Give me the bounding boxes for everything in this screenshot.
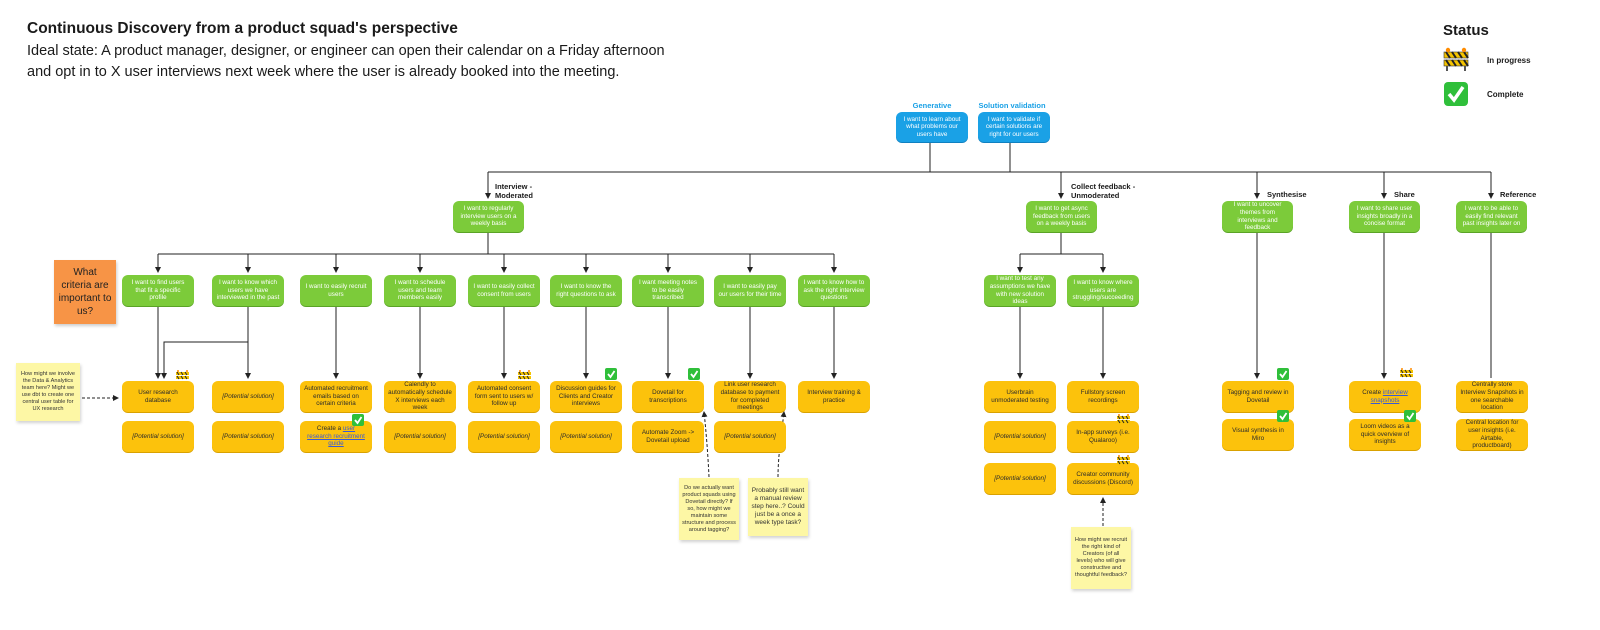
solution-loom-videos[interactable]: Loom videos as a quick overview of insig…	[1349, 419, 1421, 450]
legend-in-progress	[1443, 47, 1469, 71]
solution-automated-recruitment-emails[interactable]: Automated recruitment emails based on ce…	[300, 381, 372, 412]
category-feedback-node[interactable]: I want to get async feedback from users …	[1026, 201, 1097, 232]
legend-title: Status	[1443, 22, 1489, 39]
sticky-note-dovetail[interactable]: Do we actually want product squads using…	[679, 478, 739, 540]
goal-heading-solution-validation: Solution validation	[978, 101, 1046, 110]
solution-potential[interactable]: [Potential solution]	[550, 421, 622, 452]
goal-generative[interactable]: I want to learn about what problems our …	[896, 112, 968, 142]
complete-marker-icon	[1404, 410, 1416, 422]
need-transcribed[interactable]: I want meeting notes to be easily transc…	[632, 275, 704, 306]
solution-recruitment-guide[interactable]: Create a user research recruitment guide	[300, 421, 372, 452]
in-progress-marker-icon	[1400, 368, 1413, 378]
need-right-questions[interactable]: I want to know the right questions to as…	[550, 275, 622, 306]
construction-barrier-icon	[1443, 47, 1469, 71]
sticky-note-creators[interactable]: How might we recruit the right kind of C…	[1071, 527, 1131, 589]
legend-label-in-progress: In progress	[1487, 56, 1531, 65]
solution-centrally-store-snapshots[interactable]: Centrally store Interview Snapshots in o…	[1456, 381, 1528, 412]
category-reference-node[interactable]: I want to be able to easily find relevan…	[1456, 201, 1527, 232]
sticky-note-data-team[interactable]: How might we involve the Data & Analytic…	[16, 363, 80, 421]
sticky-note-manual-review[interactable]: Probably still want a manual review step…	[748, 478, 808, 536]
goal-solution-validation[interactable]: I want to validate if certain solutions …	[978, 112, 1050, 142]
page-title: Continuous Discovery from a product squa…	[27, 20, 458, 37]
solution-user-research-database[interactable]: User research database	[122, 381, 194, 412]
solution-automated-consent-form[interactable]: Automated consent form sent to users w/ …	[468, 381, 540, 412]
solution-fullstory[interactable]: Fullstory screen recordings	[1067, 381, 1139, 412]
solution-interview-training[interactable]: Interview training & practice	[798, 381, 870, 412]
solution-potential[interactable]: [Potential solution]	[984, 421, 1056, 452]
solution-potential[interactable]: [Potential solution]	[122, 421, 194, 452]
in-progress-marker-icon	[176, 370, 189, 380]
solution-calendly[interactable]: Calendly to automatically schedule X int…	[384, 381, 456, 412]
solution-userbrain[interactable]: Userbrain unmoderated testing	[984, 381, 1056, 412]
solution-potential[interactable]: [Potential solution]	[714, 421, 786, 452]
snapshots-link[interactable]: interview snapshots	[1370, 388, 1408, 404]
criteria-question-note[interactable]: What criteria are important to us?	[54, 260, 116, 324]
solution-potential[interactable]: [Potential solution]	[212, 421, 284, 452]
need-struggling-succeeding[interactable]: I want to know where users are strugglin…	[1067, 275, 1139, 306]
category-heading-synthesise: Synthesise	[1267, 190, 1307, 199]
need-easily-recruit[interactable]: I want to easily recruit users	[300, 275, 372, 306]
recruitment-guide-prefix: Create a	[316, 425, 343, 433]
in-progress-marker-icon	[518, 370, 531, 380]
need-know-interviewed[interactable]: I want to know which users we have inter…	[212, 275, 284, 306]
category-share-node[interactable]: I want to share user insights broadly in…	[1349, 201, 1420, 232]
legend-complete	[1443, 82, 1469, 106]
complete-marker-icon	[688, 368, 700, 380]
category-heading-collect-feedback: Collect feedback - Unmoderated	[1071, 182, 1136, 200]
complete-marker-icon	[605, 368, 617, 380]
need-find-users[interactable]: I want to find users that fit a specific…	[122, 275, 194, 306]
need-interview-questions[interactable]: I want to know how to ask the right inte…	[798, 275, 870, 306]
category-heading-interview: Interview - Moderated	[495, 182, 533, 200]
solution-potential[interactable]: [Potential solution]	[984, 463, 1056, 494]
solution-potential[interactable]: [Potential solution]	[212, 381, 284, 412]
need-schedule[interactable]: I want to schedule users and team member…	[384, 275, 456, 306]
solution-interview-snapshots[interactable]: Create interview snapshots	[1349, 381, 1421, 412]
solution-tagging-dovetail[interactable]: Tagging and review in Dovetail	[1222, 381, 1294, 412]
green-checkmark-icon	[1444, 82, 1468, 106]
complete-marker-icon	[1277, 410, 1289, 422]
snapshots-prefix: Create	[1362, 388, 1383, 396]
need-consent[interactable]: I want to easily collect consent from us…	[468, 275, 540, 306]
complete-marker-icon	[1277, 368, 1289, 380]
solution-potential[interactable]: [Potential solution]	[468, 421, 540, 452]
solution-discussion-guides[interactable]: Discussion guides for Clients and Creato…	[550, 381, 622, 412]
solution-automate-zoom-upload[interactable]: Automate Zoom -> Dovetail upload	[632, 421, 704, 452]
solution-link-database-payment[interactable]: Link user research database to payment f…	[714, 381, 786, 412]
category-synthesise-node[interactable]: I want to uncover themes from interviews…	[1222, 201, 1293, 232]
solution-creator-community[interactable]: Creator community discussions (Discord)	[1067, 463, 1139, 494]
in-progress-marker-icon	[1117, 455, 1130, 465]
solution-visual-synthesis-miro[interactable]: Visual synthesis in Miro	[1222, 419, 1294, 450]
legend-label-complete: Complete	[1487, 90, 1524, 99]
page-subtitle: Ideal state: A product manager, designer…	[27, 43, 665, 80]
complete-marker-icon	[352, 414, 364, 426]
need-pay-users[interactable]: I want to easily pay our users for their…	[714, 275, 786, 306]
solution-central-location-insights[interactable]: Central location for user insights (i.e.…	[1456, 419, 1528, 450]
solution-dovetail-transcriptions[interactable]: Dovetail for transcriptions	[632, 381, 704, 412]
goal-heading-generative: Generative	[912, 101, 952, 110]
category-heading-reference: Reference	[1500, 190, 1537, 199]
need-test-assumptions[interactable]: I want to test any assumptions we have w…	[984, 275, 1056, 306]
solution-in-app-surveys[interactable]: In-app surveys (i.e. Qualaroo)	[1067, 421, 1139, 452]
recruitment-guide-link[interactable]: user research recruitment guide	[307, 425, 365, 448]
category-heading-share: Share	[1394, 190, 1415, 199]
in-progress-marker-icon	[1117, 414, 1130, 424]
category-interview-node[interactable]: I want to regularly interview users on a…	[453, 201, 524, 232]
solution-potential[interactable]: [Potential solution]	[384, 421, 456, 452]
